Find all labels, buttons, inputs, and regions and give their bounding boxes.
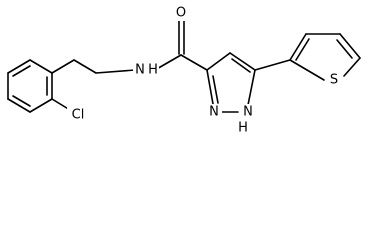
bond-n-carbonyl bbox=[154, 54, 182, 71]
atom-label-chlorine: Cl bbox=[67, 106, 89, 124]
bond-pz-c5-n1 bbox=[247, 69, 256, 106]
sulfur-symbol: S bbox=[330, 73, 338, 88]
bond-th-c4-c5-inner bbox=[336, 39, 353, 59]
atom-label-amide-nh: N H bbox=[133, 62, 159, 78]
bond-ring-d bbox=[29, 98, 53, 113]
oxygen-symbol: O bbox=[176, 6, 186, 21]
bond-pz-c4-c5 bbox=[229, 52, 256, 71]
thiophene-ring bbox=[289, 33, 361, 81]
amide-nitrogen-symbol: N bbox=[135, 63, 145, 78]
bond-ring-inner-1 bbox=[12, 65, 31, 77]
atom-label-sulfur: S bbox=[325, 72, 343, 88]
bond-pz-c3-c4 bbox=[206, 52, 231, 71]
pyrazole-ring bbox=[206, 52, 256, 113]
chlorine-symbol: Cl bbox=[72, 108, 85, 123]
bond-ring-ch2 bbox=[51, 59, 75, 74]
atom-label-oxygen: O bbox=[173, 5, 189, 21]
bond-th-c2-c3 bbox=[289, 33, 307, 61]
chlorophenyl-ring bbox=[7, 59, 53, 113]
bond-pz-n2-c3-inner bbox=[212, 75, 219, 104]
bond-ch2-n2 bbox=[95, 69, 136, 74]
bond-carbonyl-pyrazole bbox=[180, 54, 208, 71]
bond-ring-inner-3 bbox=[12, 95, 31, 107]
bond-pyrazole-thiophene bbox=[254, 59, 291, 71]
pyrazole-nh-hydrogen-symbol: H bbox=[238, 121, 248, 136]
bond-th-c4-c5 bbox=[339, 33, 361, 59]
bond-th-c5-s bbox=[343, 57, 361, 77]
bond-pz-n2-c3 bbox=[206, 69, 214, 105]
chemical-structure-canvas: O N H N N H S Cl bbox=[7, 5, 361, 136]
molecule-diagram: O N H N N H S Cl bbox=[7, 5, 361, 136]
amide-hydrogen-symbol: H bbox=[148, 63, 158, 78]
bond-th-c2-c3-inner bbox=[295, 38, 310, 61]
bond-ring-b bbox=[29, 59, 53, 74]
pyrazole-nitrogen-symbol: N bbox=[209, 105, 219, 120]
bond-pz-c4-c5-inner bbox=[231, 58, 251, 73]
bond-ring-e bbox=[7, 98, 31, 113]
pyrazole-nh-nitrogen-symbol: N bbox=[243, 105, 253, 120]
bond-ring-a bbox=[7, 59, 31, 74]
bond-th-s-c2 bbox=[289, 59, 325, 81]
atom-label-pyrazole-nh: N H bbox=[238, 104, 256, 136]
atom-label-pyrazole-n2: N bbox=[206, 104, 222, 120]
bond-ch2-n bbox=[73, 59, 97, 74]
